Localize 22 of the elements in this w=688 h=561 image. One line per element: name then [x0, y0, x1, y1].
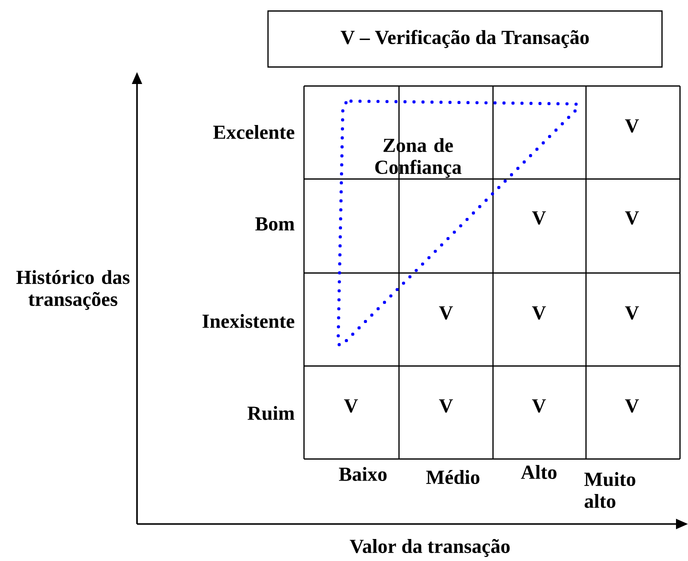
column-label: Baixo: [338, 466, 387, 481]
check-mark: V: [439, 399, 453, 413]
column-label: Alto: [520, 464, 556, 479]
column-label: Muito alto: [584, 472, 636, 508]
check-mark: V: [532, 399, 546, 413]
axis-label: Histórico das transações: [16, 270, 130, 310]
title-box: V – Verificação da Transação: [267, 10, 663, 68]
axis-label: Valor da transação: [350, 539, 510, 557]
check-mark: V: [532, 211, 546, 225]
check-mark: V: [344, 399, 358, 413]
row-label: Bom: [255, 217, 294, 231]
row-label: Excelente: [213, 124, 294, 139]
dotted-triangle: [336, 100, 580, 347]
row-label: Ruim: [248, 406, 294, 420]
check-mark: V: [439, 306, 453, 320]
check-mark: V: [625, 211, 639, 225]
column-label: Médio: [426, 470, 480, 484]
row-label: Inexistente: [202, 314, 294, 328]
check-mark: V: [625, 399, 639, 413]
check-mark: V: [532, 306, 546, 320]
check-mark: V: [625, 306, 639, 320]
check-mark: V: [625, 119, 639, 133]
